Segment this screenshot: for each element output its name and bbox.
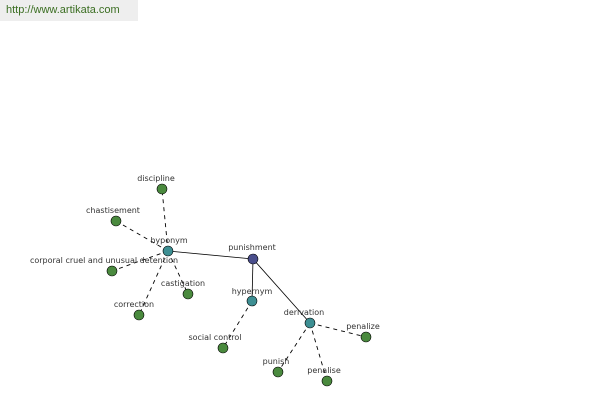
node-castigation[interactable]: castigation <box>161 279 205 300</box>
node-hyponym-label: hyponym <box>150 236 188 245</box>
node-corporal-label: corporal cruel and unusual detention <box>30 256 178 265</box>
node-punishment-label: punishment <box>228 243 276 252</box>
node-penalise-dot[interactable] <box>321 375 333 387</box>
node-social-control-label: social control <box>188 333 241 342</box>
node-punish[interactable]: punish <box>263 357 290 378</box>
node-correction-label: correction <box>114 300 154 309</box>
edge-hyponym-to-chastisement <box>115 220 169 252</box>
node-penalize-dot[interactable] <box>360 331 372 343</box>
node-chastisement-dot[interactable] <box>110 215 122 227</box>
edge-derivation-to-penalize <box>309 322 367 338</box>
node-discipline[interactable]: discipline <box>137 174 175 195</box>
node-discipline-label: discipline <box>137 174 175 183</box>
edge-hyponym-to-corporal <box>111 250 169 272</box>
edge-punishment-to-hypernym <box>251 258 254 302</box>
edge-derivation-to-penalise <box>309 322 328 382</box>
node-derivation-label: derivation <box>284 308 324 317</box>
node-hypernym-dot[interactable] <box>246 295 258 307</box>
node-social-control-dot[interactable] <box>217 342 229 354</box>
edge-hyponym-to-correction <box>138 250 169 316</box>
edge-derivation-to-punish <box>277 322 311 373</box>
node-punishment-dot[interactable] <box>247 253 259 265</box>
node-penalise[interactable]: penalise <box>307 366 341 387</box>
node-penalize[interactable]: penalize <box>346 322 380 343</box>
node-correction-dot[interactable] <box>133 309 145 321</box>
node-penalize-label: penalize <box>346 322 380 331</box>
node-derivation[interactable]: derivation <box>284 308 324 329</box>
node-social-control[interactable]: social control <box>188 333 242 354</box>
node-punishment[interactable]: punishment <box>228 243 276 265</box>
edge-punishment-to-derivation <box>252 258 311 324</box>
node-castigation-dot[interactable] <box>182 288 194 300</box>
node-chastisement-label: chastisement <box>86 206 140 215</box>
edges-layer <box>111 188 367 382</box>
node-corporal[interactable]: corporal cruel and unusual detention <box>30 256 178 277</box>
edge-hypernym-to-social-control <box>222 300 253 349</box>
edge-punishment-to-hyponym <box>167 250 254 260</box>
source-url-banner[interactable]: http://www.artikata.com <box>0 0 138 21</box>
nodes-layer: punishment hyponym hypernym derivation disci… <box>30 174 380 387</box>
node-hyponym-dot[interactable] <box>162 245 174 257</box>
node-discipline-dot[interactable] <box>156 183 168 195</box>
node-correction[interactable]: correction <box>114 300 154 321</box>
node-hypernym-label: hypernym <box>232 287 273 296</box>
node-hypernym[interactable]: hypernym <box>232 287 273 307</box>
node-penalise-label: penalise <box>307 366 341 375</box>
node-derivation-dot[interactable] <box>304 317 316 329</box>
node-punish-dot[interactable] <box>272 366 284 378</box>
edge-hyponym-to-discipline <box>161 188 169 252</box>
node-punish-label: punish <box>263 357 290 366</box>
node-castigation-label: castigation <box>161 279 205 288</box>
node-chastisement[interactable]: chastisement <box>86 206 140 227</box>
node-corporal-dot[interactable] <box>106 265 118 277</box>
node-hyponym[interactable]: hyponym <box>150 236 188 257</box>
